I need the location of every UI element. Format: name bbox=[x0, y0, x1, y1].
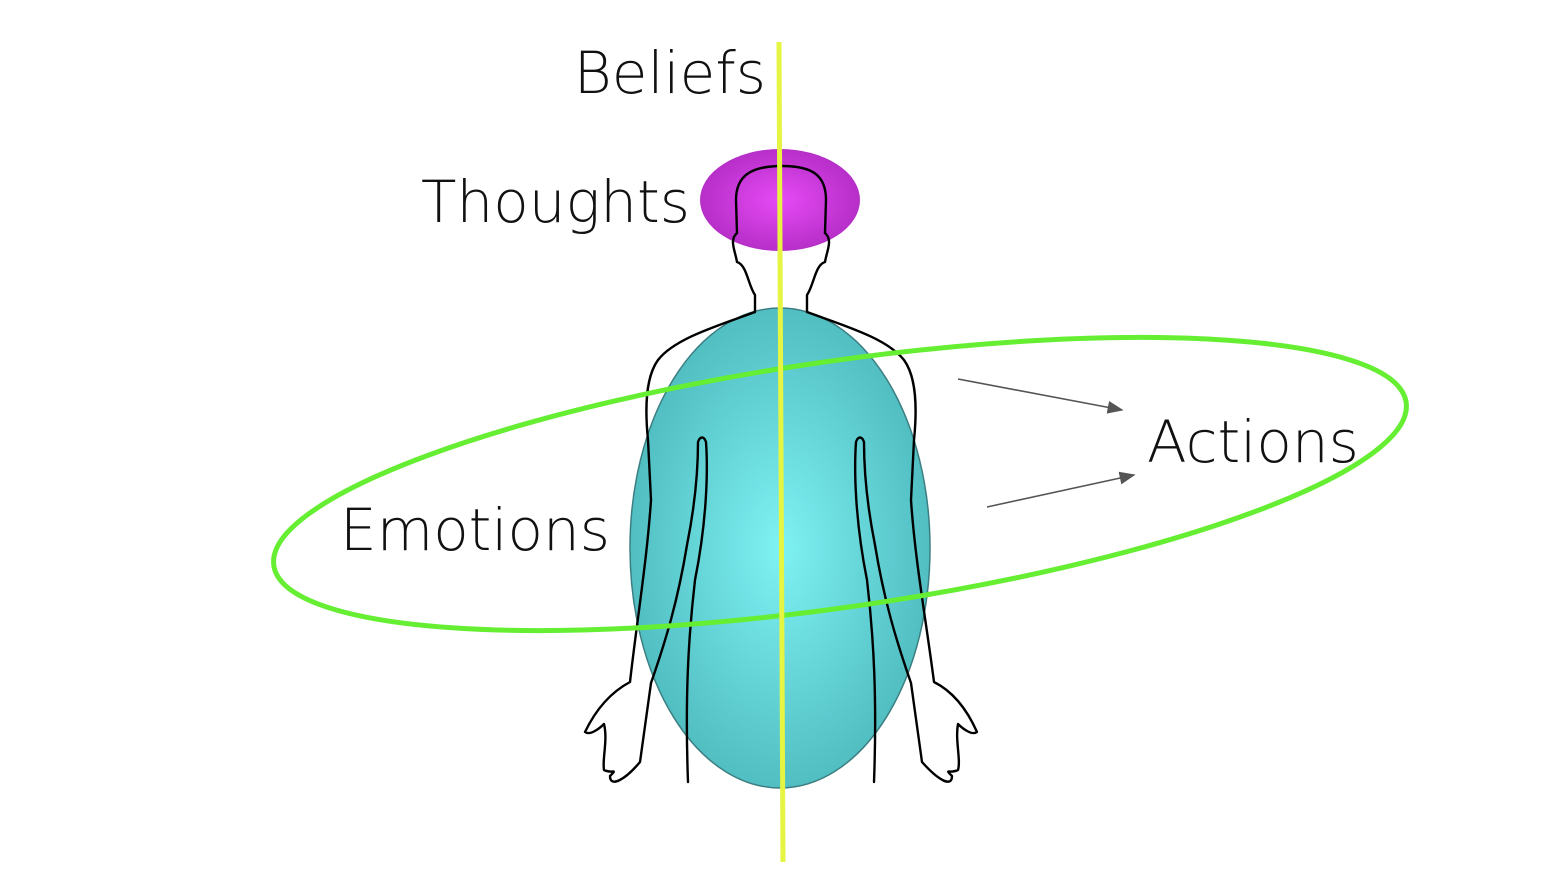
figure-right-side bbox=[805, 231, 979, 784]
beliefs-axis-line bbox=[776, 41, 786, 863]
thoughts-label: Thoughts bbox=[421, 168, 690, 236]
actions-arrow-upper bbox=[957, 378, 1124, 414]
beliefs-label: Beliefs bbox=[574, 39, 766, 107]
actions-label: Actions bbox=[1147, 408, 1359, 476]
actions-arrow-lower bbox=[986, 471, 1136, 508]
figure-left-side bbox=[583, 231, 757, 784]
emotions-label: Emotions bbox=[340, 496, 610, 564]
actions-orbit-ellipse bbox=[271, 334, 1409, 634]
